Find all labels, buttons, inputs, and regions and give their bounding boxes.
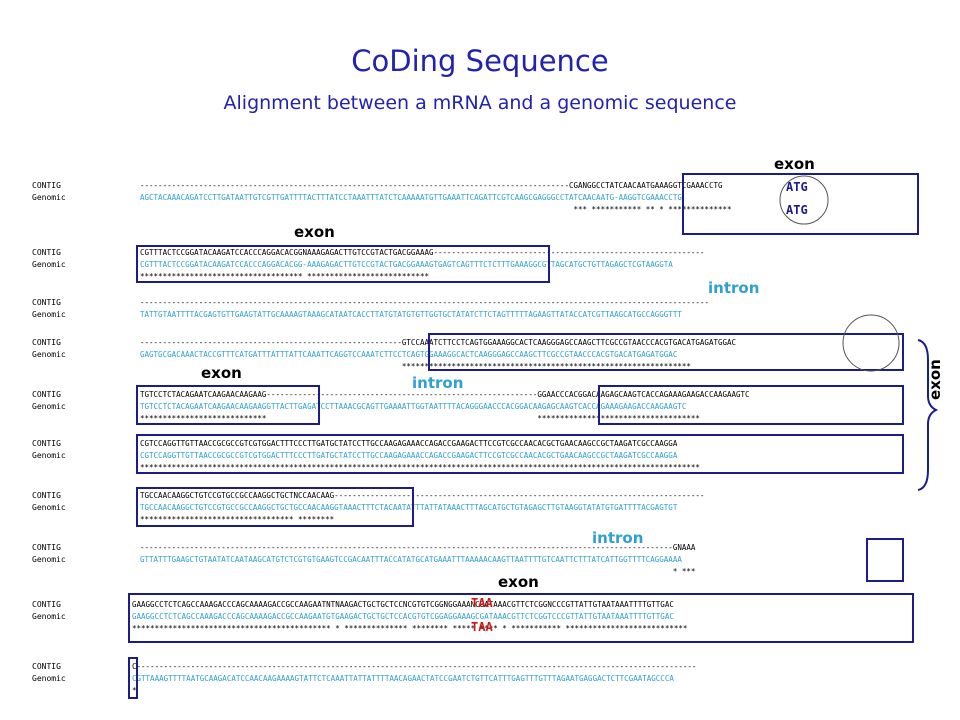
contig-row-label: CONTIG	[32, 600, 61, 609]
genomic-sequence-row: TATTGTAATTTTACGAGTGTTGAAGTATTGCAAAAGTAAA…	[140, 310, 682, 319]
page-title: CoDing Sequence	[351, 44, 609, 78]
contig-row-label: CONTIG	[32, 181, 61, 190]
contig-sequence-row: GAAGGCCTCTCAGCCAAAGACCCAGCAAAAGACCGCCAAG…	[132, 600, 674, 609]
page-subtitle: Alignment between a mRNA and a genomic s…	[223, 92, 737, 114]
match-sequence-row: ****************************************…	[140, 362, 691, 371]
genomic-row-label: Genomic	[32, 503, 66, 512]
genomic-sequence-row: AGCTACAAACAGATCCTTGATAATTGTCGTTGATTTTACT…	[140, 193, 682, 202]
exon-box-5	[598, 385, 904, 425]
contig-row-label: CONTIG	[32, 298, 61, 307]
start-codon-circle	[779, 175, 829, 225]
splice-site-circle	[842, 314, 900, 372]
genomic-sequence-row: GAAGGCCTCTCAGCCAAAGACCCAGCAAAAGACCGCCAAG…	[132, 612, 674, 621]
contig-row-label: CONTIG	[32, 543, 61, 552]
start-codon-genomic: ATG	[786, 203, 808, 217]
match-sequence-row: ********************************** *****…	[140, 515, 335, 524]
contig-row-label: CONTIG	[32, 338, 61, 347]
contig-sequence-row: ----------------------------------------…	[140, 298, 709, 307]
exon-box-9	[128, 593, 914, 643]
exon-box-10	[128, 657, 138, 699]
exon-label-4: exon	[498, 573, 539, 591]
exon-bracket	[917, 339, 939, 491]
match-sequence-row: **************************** ***********…	[140, 414, 700, 423]
exon-box-1	[682, 173, 919, 235]
intron-label-1: intron	[708, 279, 760, 297]
genomic-row-label: Genomic	[32, 193, 66, 202]
start-codon-contig: ATG	[786, 180, 808, 194]
genomic-sequence-row: GTTATTTGAAGCTGTAATATCAATAAGCATGTCTCGTGTG…	[140, 555, 682, 564]
contig-sequence-row: CGTCCAGGTTGTTAACCGCGCCGTCGTGGACTTTCCCTTG…	[140, 439, 678, 448]
genomic-sequence-row: TGCCAACAAGGCTGTCCGTGCCGCCAAGGCTGCTGCCAAC…	[140, 503, 678, 512]
genomic-row-label: Genomic	[32, 555, 66, 564]
contig-sequence-row: ----------------------------------------…	[140, 181, 723, 190]
genomic-row-label: Genomic	[32, 310, 66, 319]
exon-box-6	[136, 434, 904, 474]
genomic-sequence-row: CGTTTACTCCGGATACAAGATCCACCCAGGACACGG-AAA…	[140, 260, 673, 269]
exon-label-3: exon	[201, 364, 242, 382]
contig-sequence-row: ----------------------------------------…	[140, 338, 737, 347]
genomic-sequence-row: CGTTAAAGTTTTAATGCAAGACATCCAACAAGAAAAGTAT…	[132, 674, 674, 683]
intron-label-2: intron	[412, 374, 464, 392]
exon-box-8	[866, 538, 904, 582]
contig-sequence-row: CGTTTACTCCGGATACAAGATCCACCCAGGACACGGNAAA…	[140, 248, 705, 257]
match-sequence-row: ************************************ ***…	[140, 272, 429, 281]
stop-codon-contig: TAA	[471, 596, 493, 610]
genomic-sequence-row: GAGTGCGACAAACTACCGTTTCATGATTTATTTATTCAAA…	[140, 350, 678, 359]
match-sequence-row: *	[132, 686, 137, 695]
genomic-row-label: Genomic	[32, 674, 66, 683]
contig-row-label: CONTIG	[32, 439, 61, 448]
contig-row-label: CONTIG	[32, 662, 61, 671]
genomic-row-label: Genomic	[32, 260, 66, 269]
match-sequence-row: ****************************************…	[140, 463, 700, 472]
genomic-row-label: Genomic	[32, 451, 66, 460]
exon-box-3	[428, 333, 904, 371]
intron-label-3: intron	[592, 529, 644, 547]
genomic-row-label: Genomic	[32, 612, 66, 621]
genomic-row-label: Genomic	[32, 402, 66, 411]
genomic-sequence-row: CGTCCAGGTTGTTAACCGCGCCGTCGTGGACTTTCCCTTG…	[140, 451, 678, 460]
genomic-row-label: Genomic	[32, 350, 66, 359]
match-sequence-row: *** *********** ** * **************	[140, 205, 732, 214]
contig-sequence-row: TGTCCTCTACAGAATCAAGAACAAGAAG------------…	[140, 390, 750, 399]
exon-box-7	[136, 487, 414, 527]
genomic-sequence-row: TGTCCTCTACAGAATCAAGAACAAGAAGGTTACTTGAGAT…	[140, 402, 687, 411]
exon-box-4	[136, 385, 320, 425]
contig-sequence-row: TGCCAACAAGGCTGTCCGTGCCGCCAAGGCTGCTNCCAAC…	[140, 491, 705, 500]
contig-sequence-row: C---------------------------------------…	[132, 662, 697, 671]
exon-box-2	[136, 245, 550, 283]
exon-label-2: exon	[294, 223, 335, 241]
contig-row-label: CONTIG	[32, 491, 61, 500]
contig-row-label: CONTIG	[32, 248, 61, 257]
exon-label-1: exon	[774, 155, 815, 173]
contig-sequence-row: ----------------------------------------…	[140, 543, 696, 552]
match-sequence-row: * ***	[140, 567, 696, 576]
stop-codon-genomic: TAA	[471, 620, 493, 634]
contig-row-label: CONTIG	[32, 390, 61, 399]
match-sequence-row: ****************************************…	[132, 624, 688, 633]
